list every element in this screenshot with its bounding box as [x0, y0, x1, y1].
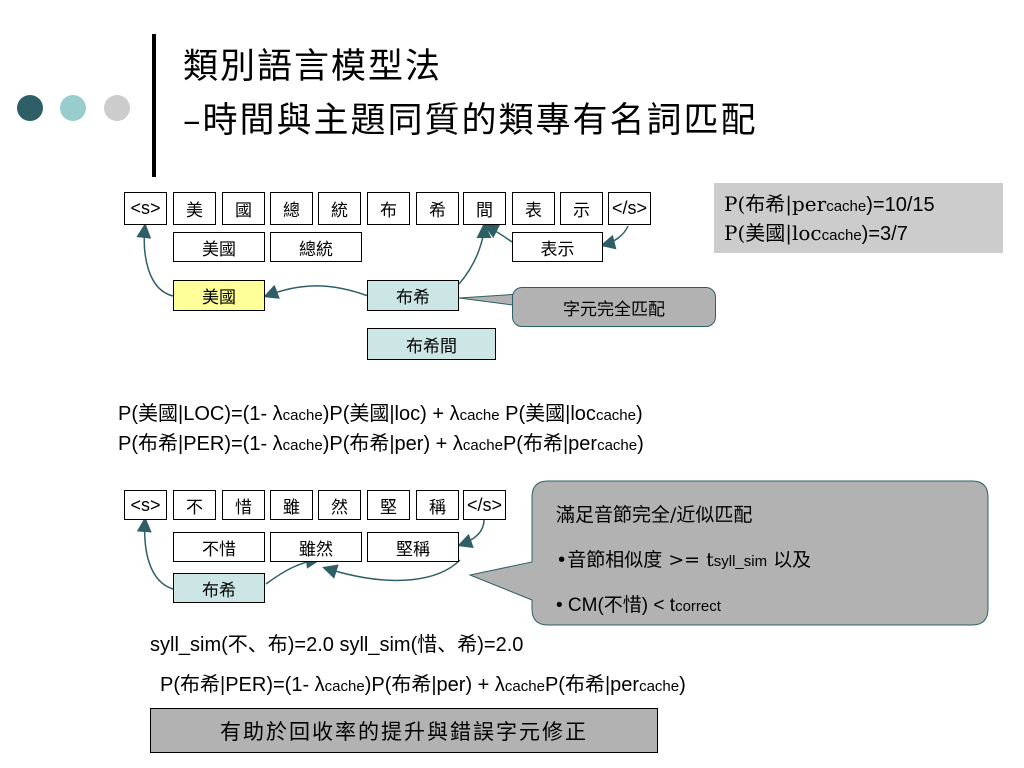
callout-exact-match: 字元完全匹配 — [512, 287, 716, 327]
equation-per: P(布希|PER)=(1- λcache)P(布希|per) + λcacheP… — [118, 433, 644, 455]
token-char: 希 — [416, 192, 459, 225]
title-line-2: –時間與主題同質的類專有名詞匹配 — [183, 101, 758, 141]
word-box: 總統 — [270, 232, 362, 262]
equation-loc: P(美國|LOC)=(1- λcache)P(美國|loc) + λcache … — [118, 403, 643, 425]
word-box: 表示 — [512, 232, 603, 262]
summary-box: 有助於回收率的提升與錯誤字元修正 — [150, 708, 658, 753]
decor-dot-teal — [60, 95, 86, 121]
token-char: 示 — [560, 192, 603, 225]
cache-prob-loc: P(美國|loccache)=3/7 — [724, 221, 908, 245]
token-end: </s> — [463, 490, 506, 520]
token-char: 美 — [173, 192, 216, 225]
token-end: </s> — [608, 192, 651, 225]
token-char: 國 — [222, 192, 265, 225]
token-char: 表 — [512, 192, 555, 225]
callout-syllable-similarity: •音節相似度 >= tsyll_sim 以及 — [556, 549, 812, 571]
word-box: 雖然 — [270, 532, 362, 562]
equation-per-2: P(布希|PER)=(1- λcache)P(布希|per) + λcacheP… — [160, 674, 686, 696]
word-box: 美國 — [173, 232, 265, 262]
decor-dot-dark — [17, 95, 43, 121]
cache-prob-per: P(布希|percache)=10/15 — [724, 192, 935, 216]
class-per-box: 布希 — [367, 280, 459, 311]
token-char: 不 — [173, 490, 216, 520]
cache-probability-box: P(布希|percache)=10/15 P(美國|loccache)=3/7 — [714, 183, 1003, 253]
token-char: 雖 — [270, 490, 313, 520]
word-box: 不惜 — [173, 532, 265, 562]
token-start: <s> — [124, 490, 167, 520]
token-char: 總 — [270, 192, 313, 225]
callout-confidence: • CM(不惜) < tcorrect — [556, 595, 721, 616]
candidate-box: 布希間 — [367, 328, 496, 360]
title-divider — [152, 34, 156, 177]
equation-syllable-sim: syll_sim(不、布)=2.0 syll_sim(惜、希)=2.0 — [150, 634, 524, 656]
class-loc-box: 美國 — [173, 280, 265, 311]
decor-dot-gray — [104, 95, 130, 121]
token-start: <s> — [124, 192, 167, 225]
token-char: 統 — [318, 192, 361, 225]
token-char: 布 — [367, 192, 410, 225]
token-char: 然 — [318, 490, 361, 520]
token-char: 間 — [463, 192, 506, 225]
token-char: 惜 — [222, 490, 265, 520]
class-per-box: 布希 — [173, 573, 265, 603]
callout-match-title: 滿足音節完全/近似匹配 — [556, 504, 753, 526]
token-char: 稱 — [416, 490, 459, 520]
title-line-1: 類別語言模型法 — [183, 47, 443, 87]
word-box: 堅稱 — [367, 532, 459, 562]
token-char: 堅 — [367, 490, 410, 520]
